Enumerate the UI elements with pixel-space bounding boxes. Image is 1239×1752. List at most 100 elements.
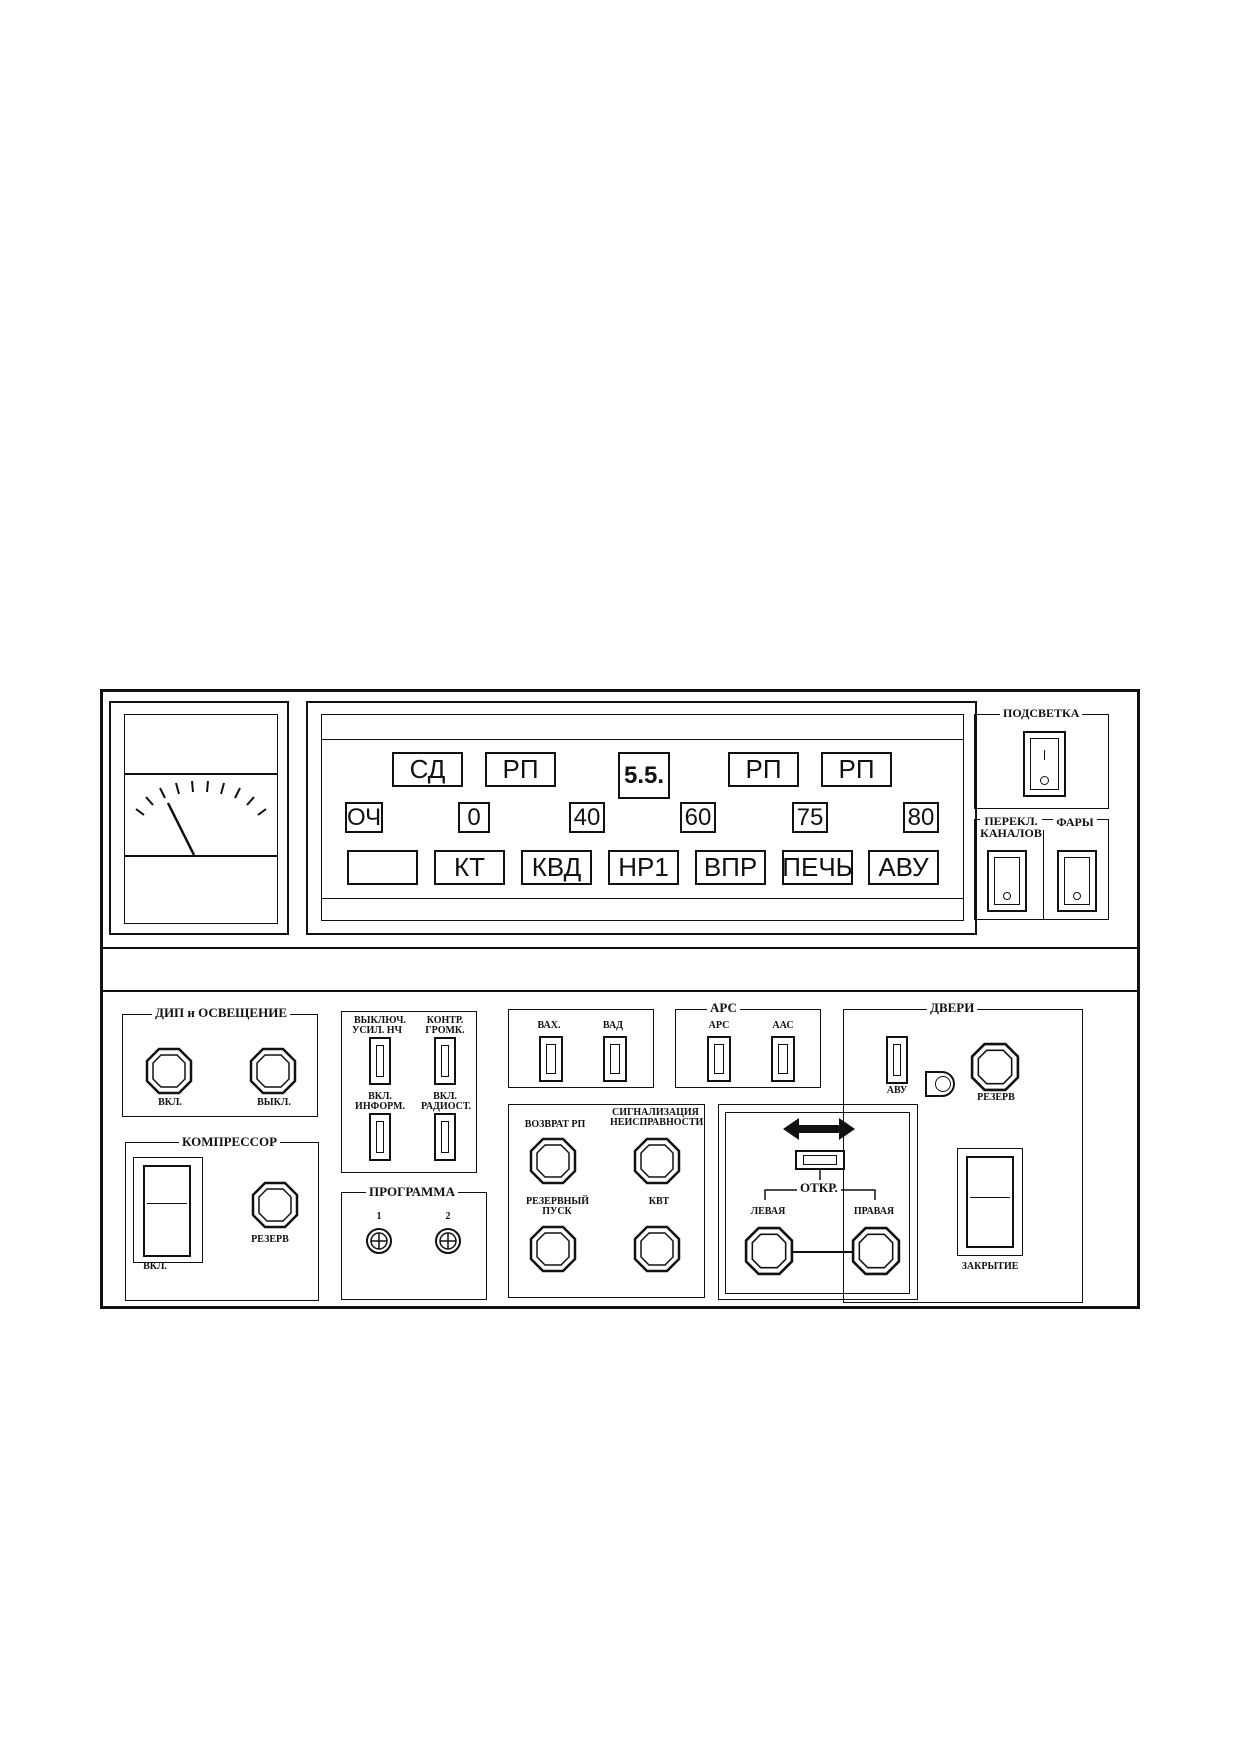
- backlight-switch-dot: [1040, 776, 1049, 785]
- info-on-label-1: ВКЛ.: [368, 1091, 392, 1102]
- reserve-start-label-1: РЕЗЕРВНЫЙ: [526, 1196, 590, 1207]
- compressor-reserve-label: РЕЗЕРВ: [251, 1234, 289, 1245]
- speed-scale-40: 40: [569, 802, 605, 833]
- control-panel-frame: [100, 689, 1140, 1309]
- backlight-switch-mark: [1044, 750, 1045, 760]
- headlights-switch-dot: [1073, 892, 1081, 900]
- speed-scale-0: 0: [458, 802, 490, 833]
- indicator-kt: КТ: [434, 850, 505, 885]
- return-rp-label: ВОЗВРАТ РП: [524, 1119, 586, 1130]
- ars-label: АРС: [708, 1020, 730, 1031]
- channel-switch-label-1: ПЕРЕКЛ.: [980, 815, 1042, 827]
- vad-toggle[interactable]: [603, 1036, 627, 1082]
- doors-close-bezel: [957, 1148, 1023, 1256]
- doors-title: ДВЕРИ: [927, 1000, 978, 1016]
- dip-off-button-icon[interactable]: [249, 1047, 297, 1095]
- indicator-vpr: ВПР: [695, 850, 766, 885]
- ars-toggle[interactable]: [707, 1036, 731, 1082]
- info-on-toggle[interactable]: [369, 1113, 391, 1161]
- dip-on-label: ВКЛ.: [158, 1097, 182, 1108]
- display-housing: [306, 701, 977, 935]
- compressor-switch-shade: [147, 1203, 187, 1204]
- vah-label: ВАХ.: [537, 1020, 561, 1031]
- headlights-label: ФАРЫ: [1053, 816, 1097, 828]
- reserve-start-label-2: ПУСК: [542, 1206, 572, 1217]
- kvt-button-icon[interactable]: [633, 1225, 681, 1273]
- backlight-label: ПОДСВЕТКА: [1000, 706, 1083, 721]
- display-panel: [321, 714, 964, 921]
- compressor-title: КОМПРЕССОР: [179, 1134, 281, 1150]
- return-rp-button-icon[interactable]: [529, 1137, 577, 1185]
- meter-divider: [124, 773, 278, 775]
- volume-control-toggle[interactable]: [434, 1037, 456, 1085]
- program-1-selector-icon[interactable]: [364, 1226, 394, 1256]
- radio-on-toggle[interactable]: [434, 1113, 456, 1161]
- double-arrow-icon: [783, 1118, 855, 1140]
- amp-off-toggle[interactable]: [369, 1037, 391, 1085]
- doors-reserve-label: РЕЗЕРВ: [977, 1092, 1015, 1103]
- indicator-rp-2: РП: [728, 752, 799, 787]
- doors-close-label: ЗАКРЫТИЕ: [961, 1261, 1019, 1272]
- indicator-np1: НР1: [608, 850, 679, 885]
- program-2-label: 2: [445, 1211, 451, 1222]
- display-bottom-strip: [321, 898, 964, 899]
- door-right-button-icon[interactable]: [851, 1226, 901, 1276]
- channel-headlights-divider: [1043, 830, 1044, 920]
- program-2-selector-icon[interactable]: [433, 1226, 463, 1256]
- speed-scale-75: 75: [792, 802, 828, 833]
- doors-open-subgroup: [718, 1104, 918, 1300]
- speed-scale-80: 80: [903, 802, 939, 833]
- reserve-start-button-icon[interactable]: [529, 1225, 577, 1273]
- meter-divider-lower: [124, 855, 278, 857]
- compressor-on-switch[interactable]: [143, 1165, 191, 1257]
- channel-switch-inner: [994, 857, 1020, 905]
- door-left-button-icon[interactable]: [744, 1226, 794, 1276]
- ars-title: АРС: [707, 1000, 740, 1016]
- headlights-switch[interactable]: [1057, 850, 1097, 912]
- amp-off-label-1: ВЫКЛЮЧ.: [354, 1015, 406, 1026]
- info-on-label-2: ИНФОРМ.: [355, 1101, 405, 1112]
- avu-toggle[interactable]: [886, 1036, 908, 1084]
- volume-control-label-1: КОНТР.: [426, 1015, 464, 1026]
- rp-fault-group: [508, 1104, 705, 1298]
- dip-on-button-icon[interactable]: [145, 1047, 193, 1095]
- indicator-avu: АВУ: [868, 850, 939, 885]
- dip-lighting-title: ДИП и ОСВЕЩЕНИЕ: [152, 1005, 290, 1021]
- program-1-label: 1: [376, 1211, 382, 1222]
- doors-open-indicator-inner: [803, 1155, 837, 1165]
- door-right-label: ПРАВАЯ: [853, 1206, 895, 1217]
- doors-open-label: ОТКР.: [797, 1180, 841, 1196]
- channel-switch-dot: [1003, 892, 1011, 900]
- fault-label-2: НЕИСПРАВНОСТИ: [610, 1117, 704, 1128]
- vah-toggle[interactable]: [539, 1036, 563, 1082]
- doors-reserve-button-icon[interactable]: [970, 1042, 1020, 1092]
- volume-control-label-2: ГРОМК.: [425, 1025, 465, 1036]
- indicator-kvd: КВД: [521, 850, 592, 885]
- amp-off-label-2: УСИЛ. НЧ: [352, 1025, 402, 1036]
- doors-close-switch[interactable]: [966, 1156, 1014, 1248]
- compressor-switch-bezel: [133, 1157, 203, 1263]
- doors-open-inner: [725, 1112, 910, 1294]
- fault-signal-button-icon[interactable]: [633, 1137, 681, 1185]
- analog-gauge-icon: [135, 780, 267, 856]
- indicator-rp-3: РП: [821, 752, 892, 787]
- compressor-reserve-button-icon[interactable]: [251, 1181, 299, 1229]
- backlight-switch-inner: [1030, 738, 1059, 790]
- door-left-label: ЛЕВАЯ: [750, 1206, 786, 1217]
- vad-label: ВАД: [602, 1020, 624, 1031]
- radio-on-label-1: ВКЛ.: [433, 1091, 457, 1102]
- indicator-speed-setting: 5.5.: [618, 752, 670, 799]
- display-top-strip: [321, 739, 964, 740]
- audio-group: [341, 1011, 477, 1173]
- kvt-label: КВТ: [648, 1196, 670, 1207]
- meter-housing: [109, 701, 289, 935]
- aas-toggle[interactable]: [771, 1036, 795, 1082]
- radio-on-label-2: РАДИОСТ.: [421, 1101, 471, 1112]
- indicator-rp-1: РП: [485, 752, 556, 787]
- channel-switch[interactable]: [987, 850, 1027, 912]
- ars-group: [675, 1009, 821, 1088]
- avu-lamp-lens: [935, 1076, 951, 1092]
- vah-group: [508, 1009, 654, 1088]
- indicator-sd: СД: [392, 752, 463, 787]
- compressor-on-label: ВКЛ.: [143, 1261, 167, 1272]
